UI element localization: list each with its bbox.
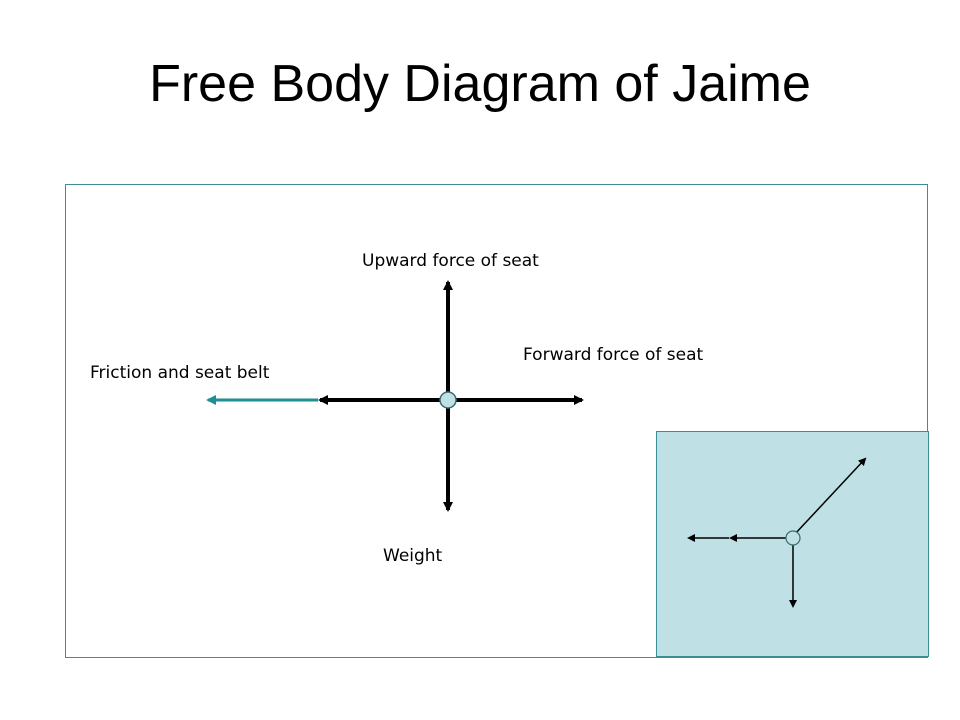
resultant-inset [656, 431, 929, 657]
friction-label: Friction and seat belt [90, 363, 270, 383]
resultant-diagonal-arrow [793, 457, 867, 536]
resultant-body-point [785, 530, 801, 546]
forward-force-label: Forward force of seat [523, 345, 704, 365]
resultant-diagram [687, 457, 867, 608]
diagram-frame [65, 184, 928, 658]
weight-label: Weight [383, 546, 443, 566]
slide-title: Free Body Diagram of Jaime [149, 55, 811, 113]
upward-force-label: Upward force of seat [362, 251, 539, 271]
body-point [439, 391, 457, 409]
